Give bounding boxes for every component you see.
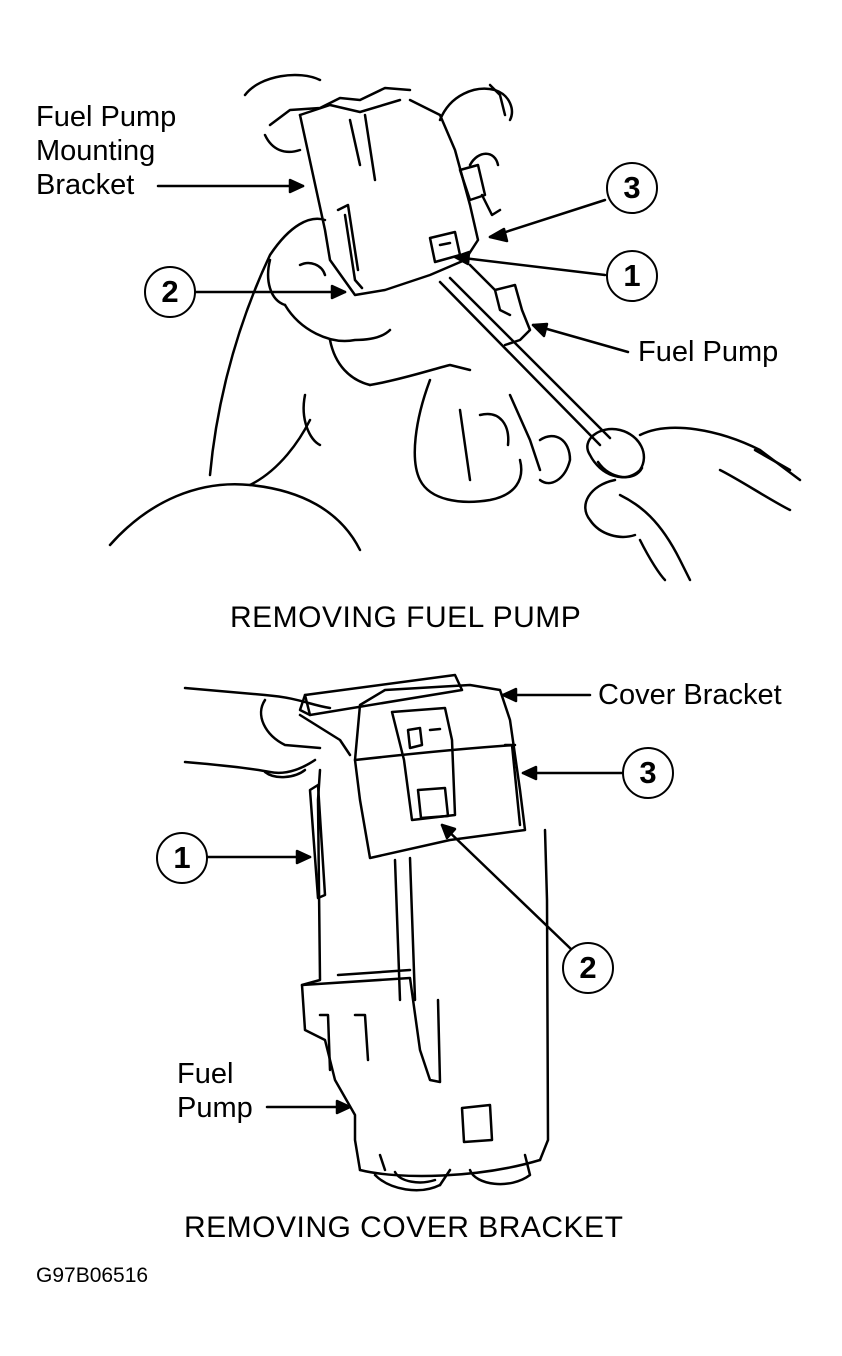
bottom-fuel-pump-label-line2: Pump [177, 1092, 253, 1124]
top-callout-2: 2 [144, 266, 196, 318]
bottom-callout-3: 3 [622, 747, 674, 799]
top-caption: REMOVING FUEL PUMP [230, 601, 582, 634]
top-callout-1: 1 [606, 250, 658, 302]
cover-bracket-label: Cover Bracket [598, 679, 782, 711]
mounting-bracket-label-line2: Mounting [36, 135, 156, 167]
bottom-fuel-pump-label-line1: Fuel [177, 1058, 234, 1090]
bottom-caption: REMOVING COVER BRACKET [184, 1211, 624, 1244]
top-fuel-pump-label: Fuel Pump [638, 336, 779, 368]
figure-id: G97B06516 [36, 1264, 149, 1287]
mounting-bracket-label-line3: Bracket [36, 169, 135, 201]
bottom-callout-2: 2 [562, 942, 614, 994]
top-callout-3: 3 [606, 162, 658, 214]
top-illustration [108, 73, 802, 582]
bottom-illustration [183, 673, 550, 1192]
top-leaders [156, 178, 630, 354]
bottom-leaders [206, 687, 624, 1115]
mounting-bracket-label-line1: Fuel Pump [36, 101, 177, 133]
bottom-callout-1: 1 [156, 832, 208, 884]
